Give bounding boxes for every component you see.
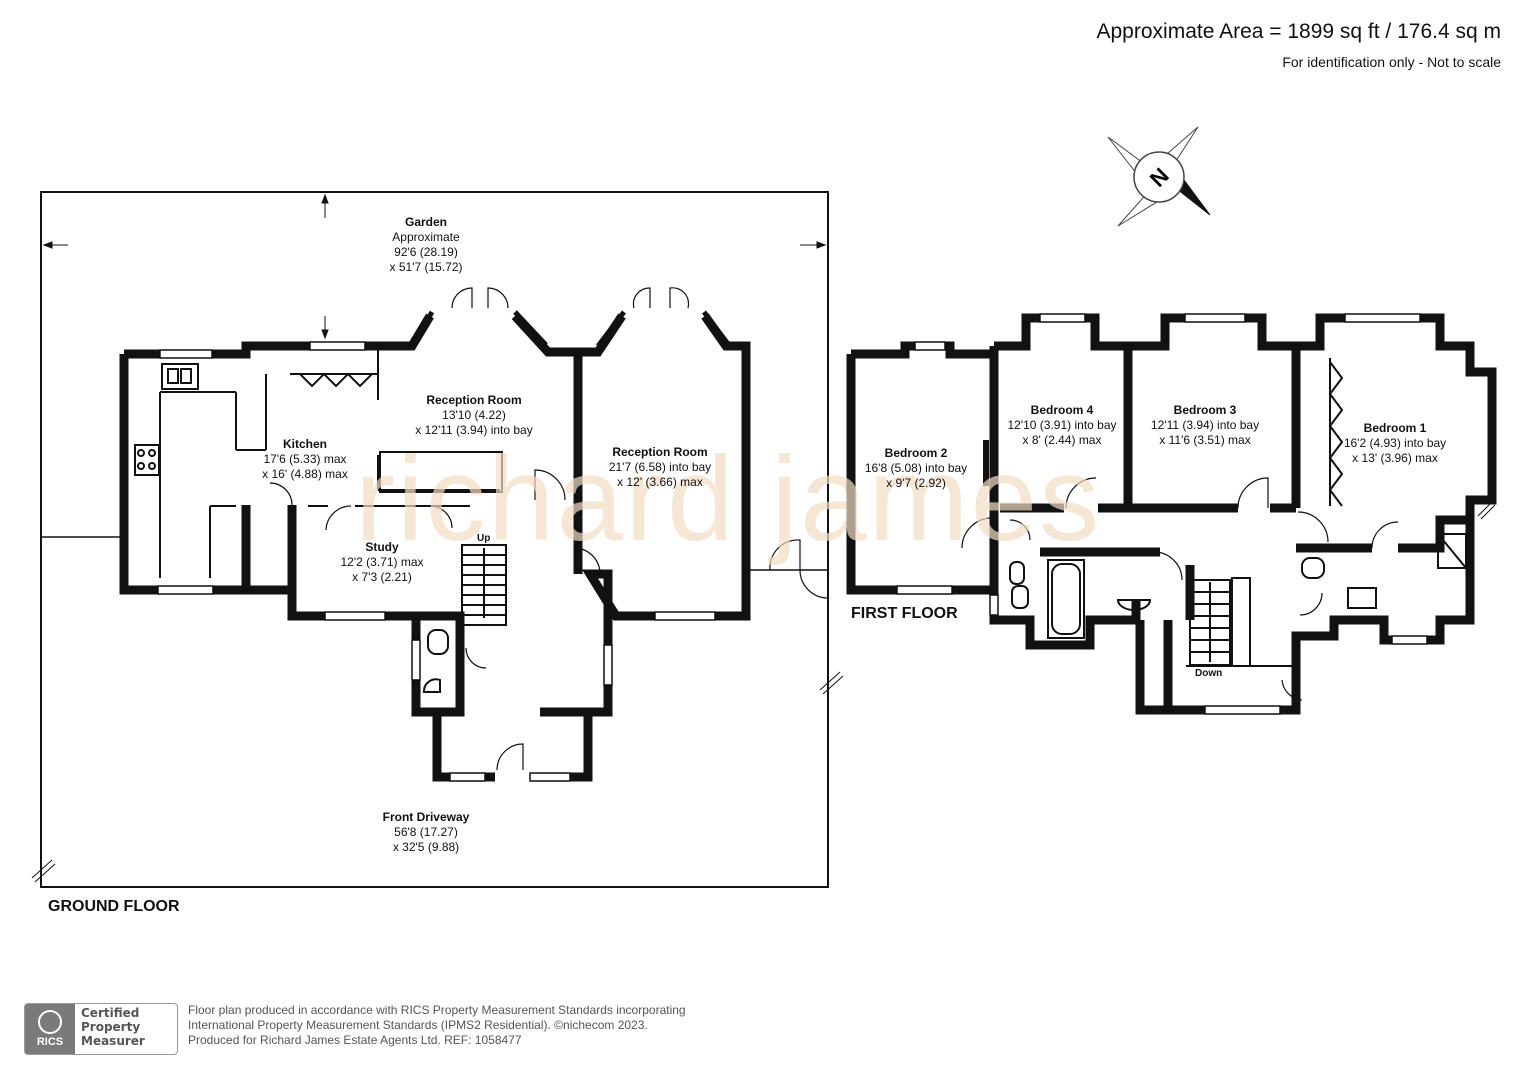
first-floor-doors	[961, 477, 1399, 701]
not-to-scale-note: For identification only - Not to scale	[1282, 54, 1501, 70]
reception-room-1-label: Reception Room 13'10 (4.22) x 12'11 (3.9…	[415, 393, 533, 437]
plot-boundary	[40, 191, 829, 888]
front-driveway-label: Front Driveway 56'8 (17.27) x 32'5 (9.88…	[382, 810, 470, 854]
stairs-up-label: Up	[477, 533, 491, 544]
first-floor-fixtures	[1009, 358, 1467, 667]
bedroom-1-label: Bedroom 1 16'2 (4.93) into bay x 13' (3.…	[1343, 421, 1447, 465]
study-label: Study 12'2 (3.71) max x 7'3 (2.21)	[340, 540, 424, 584]
stairs-down-label: Down	[1195, 668, 1223, 679]
rics-certified-badge: RICS Certified Property Measurer	[24, 1003, 178, 1055]
first-floor-windows	[896, 313, 1428, 715]
ground-floor-doors	[269, 287, 829, 771]
rics-certification-text: Certified Property Measurer	[81, 1006, 145, 1048]
rics-emblem-icon	[38, 1010, 62, 1034]
rics-logo: RICS	[25, 1004, 75, 1054]
ground-floor-walls	[119, 312, 751, 782]
approximate-area-title: Approximate Area = 1899 sq ft / 176.4 sq…	[1096, 20, 1502, 43]
first-floor-walls	[846, 313, 1497, 715]
bedroom-2-label: Bedroom 2 16'8 (5.08) into bay x 9'7 (2.…	[864, 446, 968, 490]
ground-floor-fixtures	[134, 346, 507, 693]
bay-window-angled	[409, 310, 730, 348]
ground-floor-windows	[157, 341, 716, 782]
ground-floor-label: GROUND FLOOR	[48, 898, 180, 915]
footer-text: Floor plan produced in accordance with R…	[188, 1003, 686, 1047]
garden-label: Garden Approximate 92'6 (28.19) x 51'7 (…	[389, 215, 463, 274]
garden-dimension-arrows	[42, 193, 827, 340]
reception-room-2-label: Reception Room 21'7 (6.58) into bay x 12…	[608, 445, 712, 489]
break-marks	[31, 501, 1496, 883]
compass-icon: N	[1107, 126, 1211, 227]
bedroom-3-label: Bedroom 3 12'11 (3.94) into bay x 11'6 (…	[1150, 403, 1260, 447]
first-floor-label: FIRST FLOOR	[851, 605, 958, 622]
bedroom-4-label: Bedroom 4 12'10 (3.91) into bay x 8' (2.…	[1007, 403, 1117, 447]
kitchen-label: Kitchen 17'6 (5.33) max x 16' (4.88) max	[262, 437, 348, 481]
